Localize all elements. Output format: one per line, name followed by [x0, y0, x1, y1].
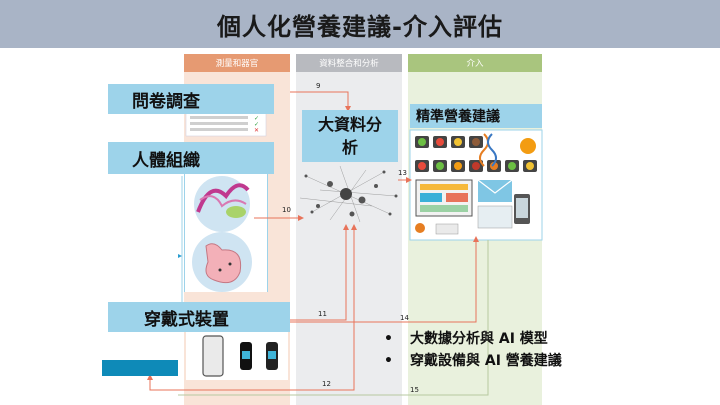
questionnaire-form-image: ✓ ✓ ✕	[185, 111, 267, 137]
wearable-label: 穿戴式裝置	[108, 302, 290, 332]
svg-text:✕: ✕	[254, 127, 259, 134]
flow-number-9: 9	[316, 82, 320, 90]
svg-text:✓: ✓	[254, 121, 259, 128]
nutrition-label: 精準營養建議	[410, 104, 542, 128]
network-graph-image	[299, 165, 398, 223]
bullet-item: • 穿戴設備與 AI 營養建議	[384, 350, 562, 372]
measure-column-header: 測量和器官	[184, 54, 290, 72]
flow-number-15: 15	[410, 386, 419, 394]
left-connector-arrow	[178, 254, 182, 258]
data-column-header: 資料整合和分析	[296, 54, 402, 72]
body-tissue-image	[194, 176, 250, 232]
flow-number-10: 10	[282, 206, 291, 214]
bullet-text: 大數據分析與 AI 模型	[410, 331, 548, 347]
flow-number-14: 14	[400, 314, 409, 322]
questionnaire-label: 問卷調查	[108, 84, 274, 114]
body-composition-label: 人體組織	[108, 142, 274, 174]
bullet-list: • 大數據分析與 AI 模型 • 穿戴設備與 AI 營養建議	[384, 328, 562, 372]
flow-number-11: 11	[318, 310, 327, 318]
flow-number-12: 12	[322, 380, 331, 388]
intervention-column-header: 介入	[408, 54, 542, 72]
stomach-image	[192, 232, 252, 292]
page-title: 個人化營養建議-介入評估	[217, 12, 503, 41]
big-data-label: 大資料分析	[302, 110, 398, 162]
bullet-item: • 大數據分析與 AI 模型	[384, 328, 562, 350]
flow-arrow-15	[178, 240, 489, 396]
title-bar: 個人化營養建議-介入評估	[0, 0, 720, 48]
blue-bar	[102, 360, 178, 376]
bullet-dot: •	[384, 353, 393, 369]
wearable-devices-image	[186, 332, 288, 380]
flow-arrowheads	[147, 106, 479, 380]
flow-number-13: 13	[398, 169, 407, 177]
nutrition-panel-image	[409, 129, 543, 241]
svg-text:✓: ✓	[254, 115, 259, 122]
big-data-text: 大資料分析	[318, 115, 383, 157]
bullet-dot: •	[384, 331, 393, 347]
bullet-text: 穿戴設備與 AI 營養建議	[410, 353, 562, 369]
food-icons	[415, 136, 537, 172]
flow-arrows	[149, 91, 477, 391]
